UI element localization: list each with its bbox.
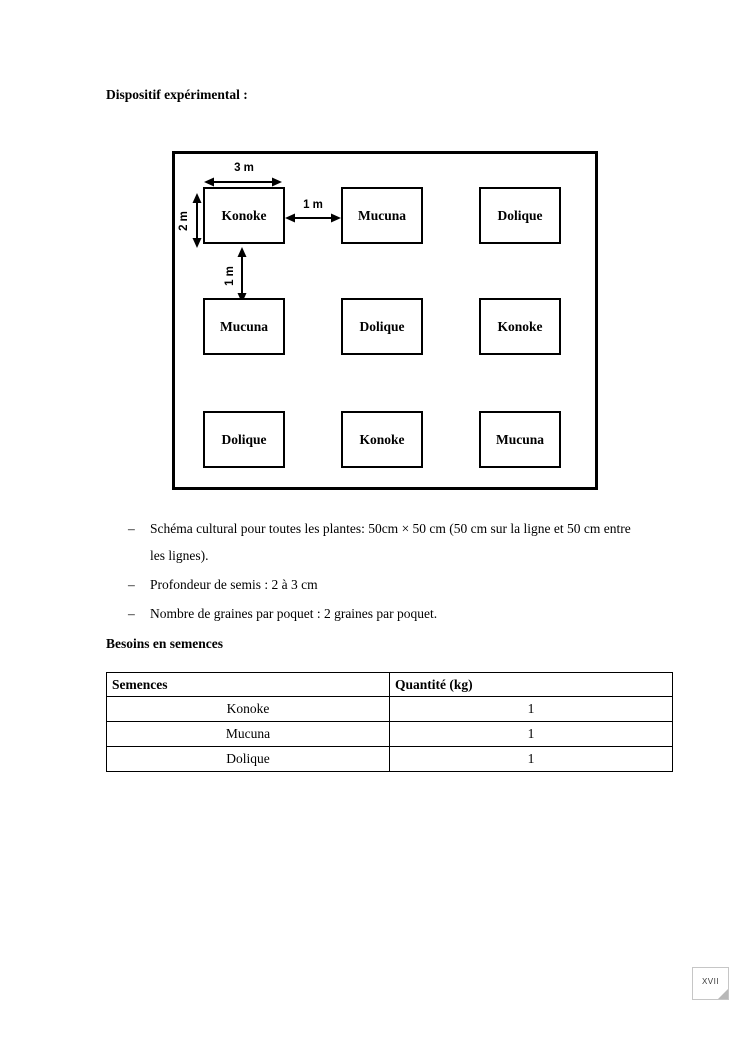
plot-box-r2c2: Dolique <box>341 298 423 355</box>
plot-box-r2c1: Mucuna <box>203 298 285 355</box>
column-header-semences: Semences <box>106 672 390 697</box>
column-header-quantite: Quantité (kg) <box>389 672 673 697</box>
cell-seed-name: Dolique <box>106 746 390 772</box>
list-item: – Profondeur de semis : 2 à 3 cm <box>128 571 708 598</box>
bullet-dash: – <box>128 577 135 592</box>
plot-box-r3c2: Konoke <box>341 411 423 468</box>
cell-quantity: 1 <box>389 696 673 722</box>
cell-quantity: 1 <box>389 721 673 747</box>
section-heading-semences: Besoins en semences <box>106 636 223 651</box>
plot-box-r1c3: Dolique <box>479 187 561 244</box>
bullet-dash: – <box>128 606 135 621</box>
plot-height-label: 2 m <box>178 211 190 231</box>
plot-box-r1c2: Mucuna <box>341 187 423 244</box>
plot-box-r3c1: Dolique <box>203 411 285 468</box>
vertical-double-arrow-icon <box>237 247 247 303</box>
list-item: – Nombre de graines par poquet : 2 grain… <box>128 600 708 627</box>
plot-width-label: 3 m <box>234 162 254 174</box>
bullet-dash: – <box>128 521 135 536</box>
page-title: Dispositif expérimental : <box>106 87 248 102</box>
plot-box-r3c3: Mucuna <box>479 411 561 468</box>
horizontal-double-arrow-icon <box>285 213 341 223</box>
plot-box-r2c3: Konoke <box>479 298 561 355</box>
table-row: Konoke 1 <box>106 696 673 722</box>
column-gap-label: 1 m <box>303 199 323 211</box>
cell-seed-name: Mucuna <box>106 721 390 747</box>
table-row: Dolique 1 <box>106 746 673 772</box>
vertical-double-arrow-icon <box>192 193 202 248</box>
folded-corner-icon <box>718 989 728 999</box>
experimental-layout-diagram: 3 m 2 m 1 m 1 m Konoke Mucuna Dolique Mu… <box>172 151 598 490</box>
cell-quantity: 1 <box>389 746 673 772</box>
seed-requirements-table: Semences Quantité (kg) Konoke 1 Mucuna 1… <box>106 672 673 772</box>
bullet-list: – Schéma cultural pour toutes les plante… <box>128 515 708 627</box>
cell-seed-name: Konoke <box>106 696 390 722</box>
plot-box-r1c1: Konoke <box>203 187 285 244</box>
bullet-text-line: Profondeur de semis : 2 à 3 cm <box>150 577 318 592</box>
bullet-text-line: Nombre de graines par poquet : 2 graines… <box>150 606 438 621</box>
bullet-text-line: les lignes). <box>150 548 209 563</box>
bullet-text-line: Schéma cultural pour toutes les plantes:… <box>150 521 631 536</box>
list-item: – Schéma cultural pour toutes les plante… <box>128 515 708 569</box>
table-row: Mucuna 1 <box>106 721 673 747</box>
table-header-row: Semences Quantité (kg) <box>106 672 673 697</box>
page-number-label: XVII <box>701 977 720 986</box>
horizontal-double-arrow-icon <box>204 177 282 187</box>
page-number-marker: XVII <box>692 967 729 1000</box>
